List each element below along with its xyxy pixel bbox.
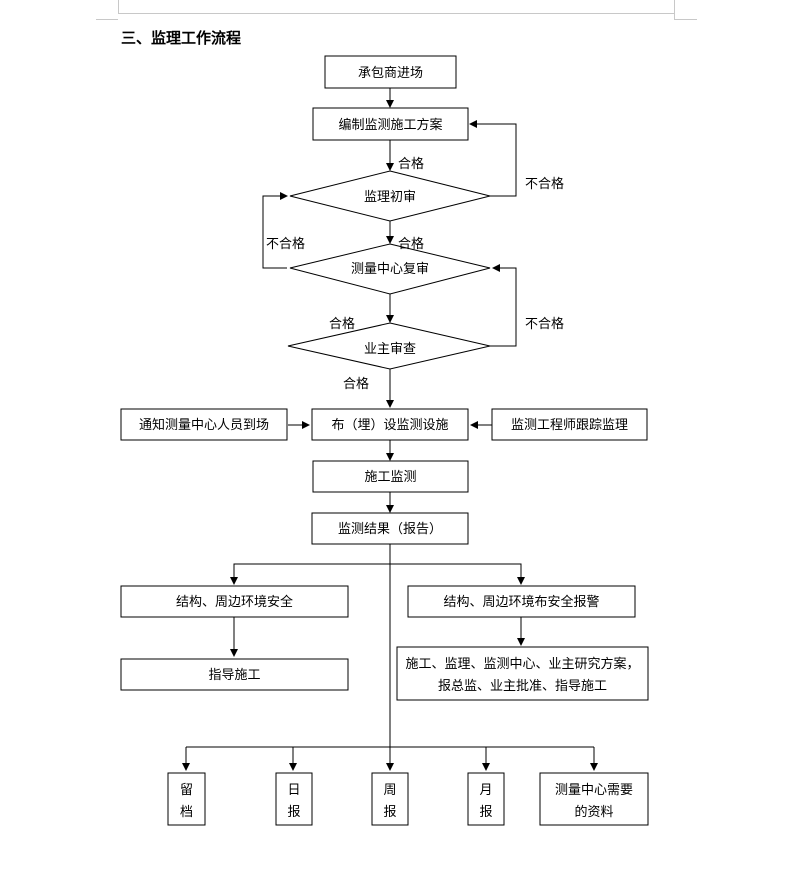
label-owner-review: 业主审查 bbox=[364, 342, 416, 357]
node-weekly: 周 报 bbox=[371, 772, 409, 826]
label-monthly-1: 月 bbox=[479, 783, 492, 798]
node-daily: 日 报 bbox=[275, 772, 313, 826]
node-install: 布（埋）设监测设施 bbox=[311, 408, 469, 441]
node-contractor-entry: 承包商进场 bbox=[324, 55, 457, 89]
label-study-line1: 施工、监理、监测中心、业主研究方案， bbox=[405, 656, 639, 672]
page-top-border bbox=[118, 13, 674, 14]
label-supervision-review: 监理初审 bbox=[364, 190, 416, 205]
label-safe: 结构、周边环境安全 bbox=[176, 594, 293, 610]
arrow-center-fail-loop bbox=[262, 192, 288, 269]
label-results: 监测结果（报告） bbox=[338, 522, 442, 537]
label-weekly-1: 周 bbox=[383, 783, 396, 798]
crop-mark-right-vertical bbox=[674, 0, 675, 20]
label-archive-1: 留 bbox=[180, 783, 193, 798]
edge-labels: 合格 不合格 不合格 合格 合格 不合格 合格 bbox=[266, 156, 564, 392]
node-construction-monitor: 施工监测 bbox=[312, 460, 469, 493]
label-prepare-plan: 编制监测施工方案 bbox=[338, 117, 442, 133]
label-install: 布（埋）设监测设施 bbox=[331, 418, 448, 433]
label-daily-2: 报 bbox=[287, 805, 300, 820]
label-study-line2: 报总监、业主批准、指导施工 bbox=[438, 679, 607, 694]
node-engineer-track: 监测工程师跟踪监理 bbox=[491, 408, 648, 441]
label-contractor-entry: 承包商进场 bbox=[358, 66, 423, 81]
label-fail-owner: 不合格 bbox=[525, 316, 564, 332]
label-fail-review: 不合格 bbox=[525, 176, 564, 192]
label-pass-owner: 合格 bbox=[343, 376, 369, 392]
node-notify-center: 通知测量中心人员到场 bbox=[120, 408, 288, 441]
label-weekly-2: 报 bbox=[383, 805, 396, 820]
arrow-owner-fail-loop bbox=[490, 264, 517, 347]
label-alarm: 结构、周边环境布安全报警 bbox=[443, 594, 599, 610]
node-owner-review: 业主审查 bbox=[287, 322, 491, 370]
label-pass-center: 合格 bbox=[329, 316, 355, 332]
crop-mark-right-horizontal bbox=[675, 19, 697, 20]
node-results: 监测结果（报告） bbox=[311, 512, 469, 545]
node-guide: 指导施工 bbox=[120, 658, 349, 691]
node-monthly: 月 报 bbox=[467, 772, 505, 826]
branch-bar bbox=[233, 563, 522, 583]
section-title: 三、监理工作流程 bbox=[121, 29, 242, 47]
label-center-data-2: 的资料 bbox=[574, 804, 613, 820]
node-safe: 结构、周边环境安全 bbox=[120, 585, 349, 618]
node-alarm: 结构、周边环境布安全报警 bbox=[407, 585, 636, 618]
arrow-review-fail-loop bbox=[469, 120, 517, 197]
label-center-data-1: 测量中心需要 bbox=[555, 783, 633, 798]
connectors bbox=[182, 88, 598, 771]
crop-mark-left-vertical bbox=[118, 0, 119, 14]
label-fail-center: 不合格 bbox=[266, 236, 305, 252]
label-construction-monitor: 施工监测 bbox=[364, 470, 416, 485]
node-center-data: 测量中心需要 的资料 bbox=[539, 772, 649, 826]
node-prepare-plan: 编制监测施工方案 bbox=[312, 107, 469, 141]
label-notify-center: 通知测量中心人员到场 bbox=[139, 417, 269, 433]
label-archive-2: 档 bbox=[180, 805, 193, 820]
label-monthly-2: 报 bbox=[479, 805, 492, 820]
label-pass-review: 合格 bbox=[398, 236, 424, 252]
label-pass-plan: 合格 bbox=[398, 156, 424, 172]
label-engineer-track: 监测工程师跟踪监理 bbox=[511, 418, 628, 433]
label-center-review: 测量中心复审 bbox=[351, 262, 429, 277]
node-center-review: 测量中心复审 bbox=[289, 243, 491, 295]
label-daily-1: 日 bbox=[287, 783, 300, 798]
node-archive: 留 档 bbox=[167, 772, 206, 826]
node-study: 施工、监理、监测中心、业主研究方案， 报总监、业主批准、指导施工 bbox=[396, 646, 649, 701]
label-guide: 指导施工 bbox=[208, 668, 260, 683]
crop-mark-left-horizontal bbox=[96, 19, 118, 20]
node-supervision-review: 监理初审 bbox=[289, 170, 491, 222]
